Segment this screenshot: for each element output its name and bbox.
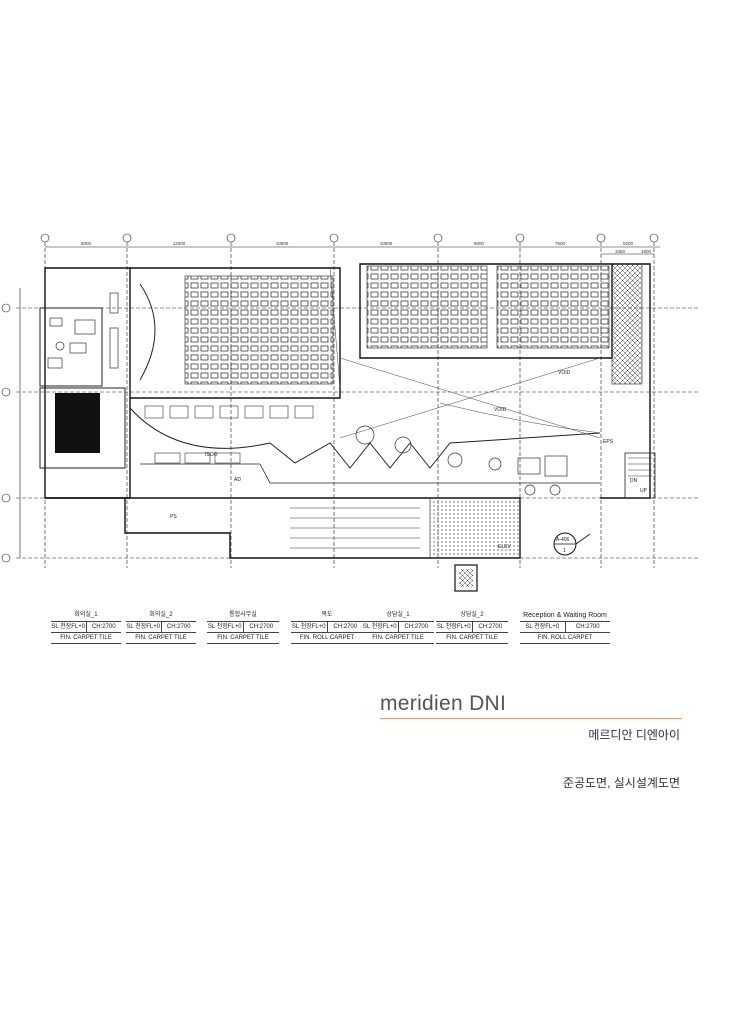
dimension-label: 5200	[623, 241, 634, 246]
brand-title: meridien DNI	[380, 692, 507, 715]
room-label: VOID	[494, 407, 507, 413]
room-legend-height: CH:2700	[471, 622, 509, 632]
room-legend-name: Reception & Waiting Room	[523, 612, 607, 619]
room-label: DN	[630, 478, 638, 484]
elevator-core	[459, 569, 473, 587]
title-divider	[380, 718, 682, 719]
auditorium-seating-1	[184, 275, 334, 385]
room-label: ISOO	[205, 452, 218, 458]
meeting-room-1-area	[39, 307, 103, 387]
room-legend-finish: FIN. ROLL CARPET	[291, 633, 363, 644]
drawing-description: 준공도면, 실시설계도면	[562, 776, 680, 790]
office-desks	[144, 405, 314, 464]
auditorium-seating-3	[496, 265, 610, 349]
room-legend-name: 통합사무실	[207, 610, 279, 622]
floor-plan-drawing: 8000 12000 10000 10000 8000 7600 5200 33…	[1, 233, 700, 592]
room-legend: Reception & Waiting Room SL 천장FL+0 CH:270…	[520, 610, 610, 644]
void-lines	[329, 267, 601, 439]
room-legend-height: CH:2700	[85, 622, 122, 632]
room-legend-height: CH:2700	[326, 622, 364, 632]
room-legend-name: 회의실_1	[51, 610, 121, 622]
furniture-cluster	[47, 292, 119, 369]
brand-subtitle: 메르디안 디엔아이	[588, 728, 680, 742]
meeting-room-2-area	[39, 387, 126, 469]
room-label: PS	[170, 514, 177, 520]
stair-core	[624, 452, 656, 499]
room-legend-ceiling: SL 천장FL+0	[291, 624, 326, 630]
dimension-label: 12000	[173, 241, 186, 246]
reception-hatch	[429, 497, 521, 559]
room-label: AD	[234, 477, 241, 483]
room-label: VOID	[558, 370, 571, 376]
section-mark-label: A-406	[556, 537, 570, 543]
stair-hatch	[611, 263, 643, 385]
room-legend-name: 복도	[291, 610, 363, 622]
dimension-label: 10000	[276, 241, 289, 246]
corridor-lower	[140, 463, 600, 484]
dimension-label: 3350	[615, 249, 626, 254]
auditorium-seating-2	[366, 265, 488, 349]
room-legend-finish: FIN. ROLL CARPET	[520, 633, 610, 644]
stage-curve	[139, 283, 156, 381]
room-legend-ceiling: SL 천장FL+0	[207, 624, 242, 630]
room-label: EPS	[603, 439, 614, 445]
room-legend-name: 회의실_2	[126, 610, 196, 622]
corridor-outline	[129, 407, 601, 469]
room-legend-finish: FIN. CARPET TILE	[126, 633, 196, 644]
section-mark-number: 1	[563, 548, 566, 554]
reception-furniture	[355, 425, 568, 496]
dimension-label: 10000	[380, 241, 393, 246]
dimension-label: 7600	[555, 241, 566, 246]
room-legend-height: CH:2700	[160, 622, 197, 632]
room-legend-height: CH:2700	[564, 622, 611, 632]
elevator-box	[454, 564, 478, 592]
room-legend-ceiling: SL 천장FL+0	[525, 624, 560, 630]
room-legend-finish: FIN. CARPET TILE	[436, 633, 508, 644]
room-legend-ceiling: SL 천장FL+0	[436, 624, 471, 630]
room-legend-ceiling: SL 천장FL+0	[126, 624, 161, 630]
room-label: UP	[640, 488, 648, 494]
room-legend-name: 상담실_2	[436, 610, 508, 622]
room-label: ELEV	[498, 544, 511, 550]
room-legend-finish: FIN. CARPET TILE	[51, 633, 121, 644]
room-legend-finish: FIN. CARPET TILE	[207, 633, 279, 644]
hatched-block	[55, 393, 100, 453]
section-marker	[553, 532, 591, 556]
dimension-label: 8000	[474, 241, 485, 246]
stair-treads	[290, 507, 420, 549]
dimension-label: 8000	[81, 241, 92, 246]
room-legend-name: 상담실_1	[362, 610, 434, 622]
room-legend-finish: FIN. CARPET TILE	[362, 633, 434, 644]
room-legend-height: CH:2700	[397, 622, 435, 632]
dimension-label: 1900	[641, 249, 652, 254]
room-legend-ceiling: SL 천장FL+0	[51, 624, 86, 630]
room-legend-ceiling: SL 천장FL+0	[362, 624, 397, 630]
room-legend-height: CH:2700	[242, 622, 280, 632]
